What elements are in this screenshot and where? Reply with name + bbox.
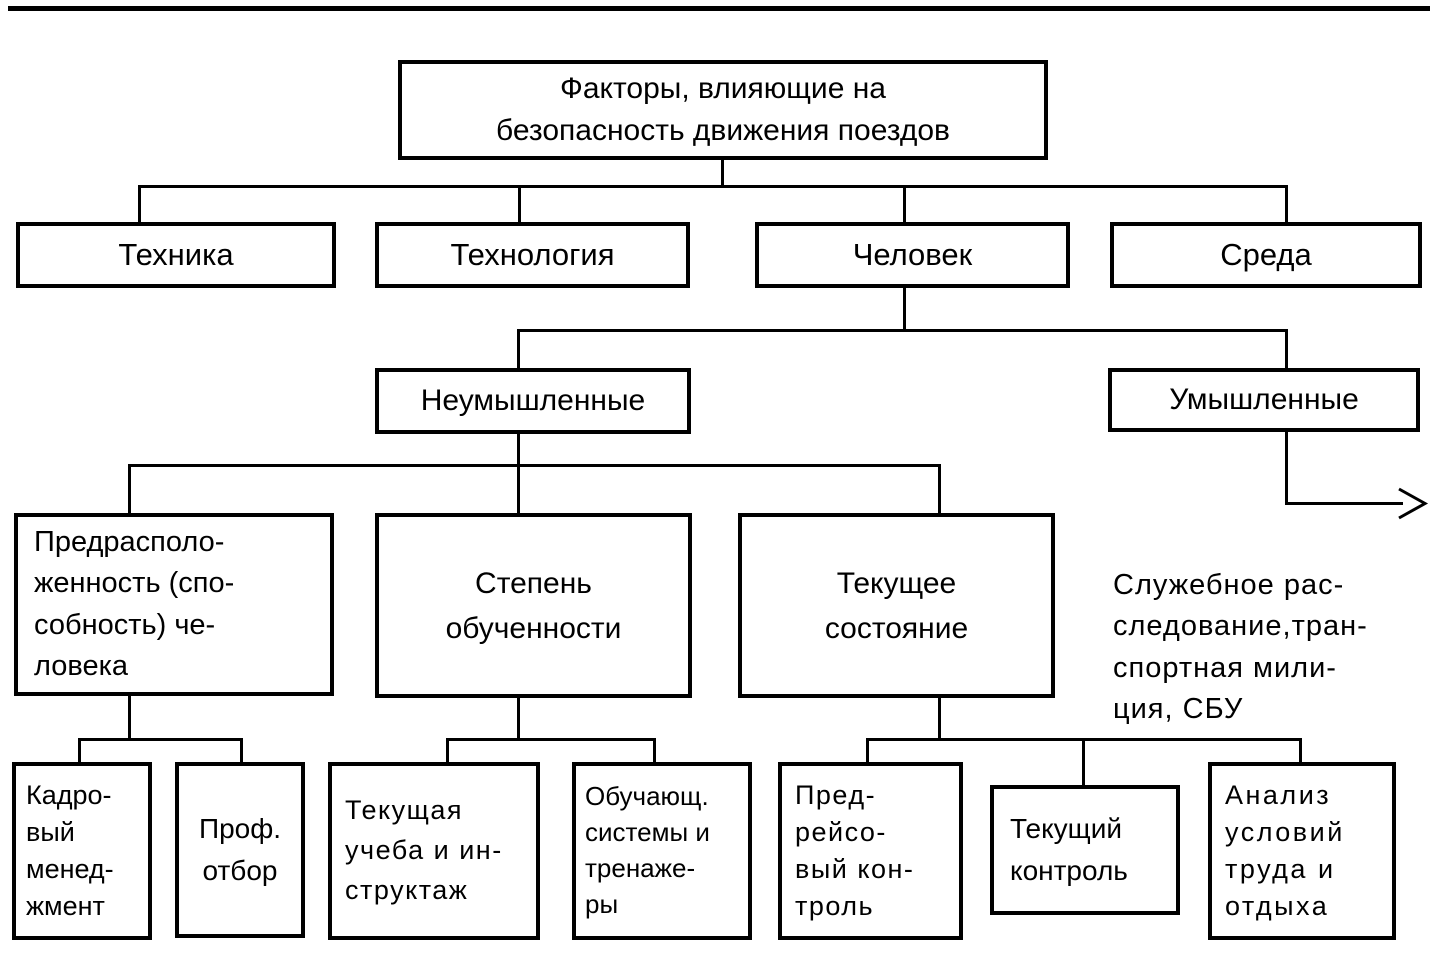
connector-l1-drop-technology — [518, 186, 521, 223]
node-current-state: Текущее состояние — [738, 513, 1055, 698]
connector-g1-drop-hr — [78, 739, 81, 763]
node-intentional-label: Умышленные — [1169, 383, 1359, 416]
node-prof-selection: Проф. отбор — [175, 762, 305, 938]
connector-l2-drop-unintentional — [517, 330, 520, 369]
node-work-rest-analysis-label: Анализ условий труда и отдыха — [1225, 779, 1345, 922]
node-training-degree-label: Степень обученности — [445, 566, 622, 645]
intentional-note: Служебное рас- следование,тран- спортная… — [1113, 524, 1438, 730]
connector-intentional-horizontal — [1285, 502, 1403, 505]
node-technology: Технология — [375, 222, 690, 288]
connector-root-stem — [721, 158, 724, 188]
node-tech: Техника — [16, 222, 336, 288]
intentional-note-label: Служебное рас- следование,тран- спортная… — [1113, 569, 1368, 725]
node-root-label: Факторы, влияющие на безопасность движен… — [496, 72, 950, 147]
connector-current-state-stem — [938, 698, 941, 741]
connector-l3-drop-predisposition — [128, 465, 131, 513]
node-human-label: Человек — [852, 237, 973, 273]
node-current-state-label: Текущее состояние — [824, 566, 969, 645]
node-pretrip-control: Пред- рейсо- вый кон- троль — [778, 762, 963, 940]
node-current-control-label: Текущий контроль — [1010, 813, 1128, 886]
node-predisposition-label: Предрасполо- женность (спо- собность) че… — [34, 526, 235, 682]
connector-g2-drop-ongoing — [446, 739, 449, 763]
connector-g2-horizontal — [446, 738, 656, 741]
connector-l2-drop-intentional — [1285, 330, 1288, 369]
connector-l1-drop-tech — [138, 186, 141, 223]
node-environment: Среда — [1110, 222, 1422, 288]
node-current-control: Текущий контроль — [990, 785, 1180, 915]
node-intentional: Умышленные — [1108, 368, 1420, 432]
node-prof-selection-label: Проф. отбор — [198, 813, 282, 886]
connector-g2-drop-systems — [653, 739, 656, 763]
node-tech-label: Техника — [118, 237, 234, 273]
node-training-degree: Степень обученности — [375, 513, 692, 698]
node-pretrip-control-label: Пред- рейсо- вый кон- троль — [795, 779, 915, 922]
connector-training-degree-stem — [517, 698, 520, 741]
node-work-rest-analysis: Анализ условий труда и отдыха — [1208, 762, 1396, 940]
connector-l1-drop-human — [903, 186, 906, 223]
connector-g3-drop-pretrip — [866, 739, 869, 763]
node-ongoing-training-label: Текущая учеба и ин- структаж — [345, 795, 503, 905]
node-root: Факторы, влияющие на безопасность движен… — [398, 60, 1048, 160]
node-technology-label: Технология — [450, 237, 615, 273]
arrow-head-icon — [1398, 487, 1429, 520]
connector-g1-drop-prof — [240, 739, 243, 763]
connector-human-stem — [903, 288, 906, 332]
top-rule — [8, 6, 1430, 11]
connector-l3-drop-training-degree — [517, 465, 520, 513]
node-hr-management: Кадро- вый менед- жмент — [12, 762, 152, 940]
connector-l2-horizontal — [517, 329, 1288, 332]
node-predisposition: Предрасполо- женность (спо- собность) че… — [14, 513, 334, 696]
connector-l3-horizontal — [128, 464, 941, 467]
connector-l1-drop-environment — [1285, 186, 1288, 223]
node-training-systems: Обучающ. системы и тренаже- ры — [572, 762, 752, 940]
connector-g3-drop-current-control — [1082, 739, 1085, 786]
node-hr-management-label: Кадро- вый менед- жмент — [26, 779, 114, 922]
node-ongoing-training: Текущая учеба и ин- структаж — [328, 762, 540, 940]
node-unintentional-label: Неумышленные — [420, 384, 646, 417]
connector-l3-drop-current-state — [938, 465, 941, 513]
connector-l1-horizontal — [138, 185, 1288, 188]
connector-predisposition-stem — [128, 696, 131, 741]
connector-g3-drop-analysis — [1299, 739, 1302, 763]
connector-unintentional-stem — [517, 434, 520, 467]
node-unintentional: Неумышленные — [375, 368, 691, 434]
connector-g1-horizontal — [78, 738, 243, 741]
node-human: Человек — [755, 222, 1070, 288]
node-training-systems-label: Обучающ. системы и тренаже- ры — [585, 781, 710, 919]
node-environment-label: Среда — [1220, 237, 1312, 273]
connector-intentional-stem — [1285, 432, 1288, 505]
